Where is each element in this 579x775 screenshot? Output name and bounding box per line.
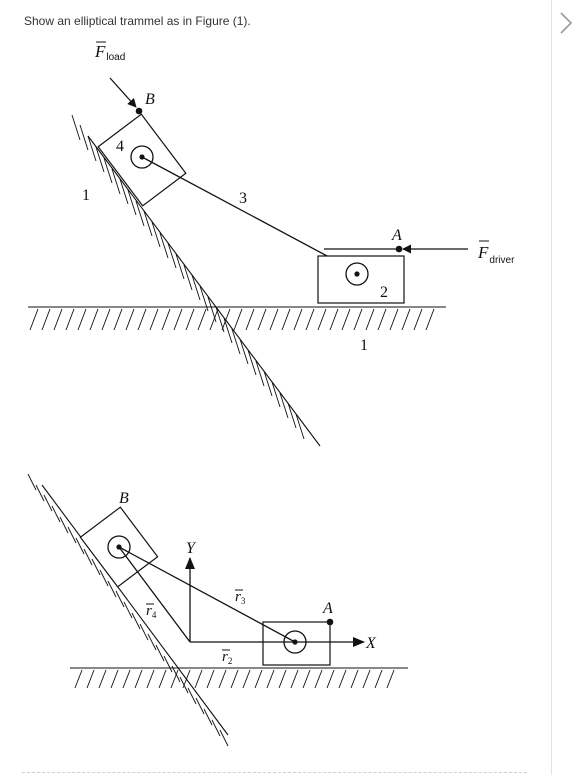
link-4-label: 4 <box>116 138 124 155</box>
slider-4-top <box>97 113 187 207</box>
axis-y-label: Y <box>186 540 197 557</box>
chevron-right-icon[interactable] <box>556 10 576 36</box>
pin-2-inner <box>354 271 360 277</box>
inclined-ground-bottom <box>41 484 229 736</box>
pin-b-inner-bottom <box>116 544 122 550</box>
ground-1-label-bottom: 1 <box>360 337 368 354</box>
vector-r4-line <box>118 546 191 643</box>
point-b-label-bottom: B <box>119 490 129 507</box>
slider-2-top <box>317 255 405 304</box>
bottom-mechanism: B Y X A r3 r4 r2 <box>27 473 408 747</box>
pin-4-inner <box>139 154 145 160</box>
link-3-top <box>141 156 358 273</box>
point-a-label-top: A <box>391 227 402 244</box>
horizontal-ground-hatch-bottom <box>74 669 395 689</box>
vector-r4-label: r4 <box>146 603 157 620</box>
pin-2-outer <box>345 262 369 286</box>
pin-b-outer-bottom <box>107 535 131 559</box>
vector-r2-label: r2 <box>222 649 232 666</box>
pin-a-outer-bottom <box>283 630 307 654</box>
pin-4-outer <box>130 145 154 169</box>
inclined-ground-hatch-top <box>71 114 305 440</box>
link-2-label: 2 <box>380 284 388 301</box>
pin-a-inner-bottom <box>292 639 298 645</box>
side-divider <box>551 0 552 775</box>
vector-r3-label: r3 <box>235 589 246 606</box>
inclined-ground-hatch-bottom <box>27 473 229 747</box>
axis-x-label: X <box>365 635 377 652</box>
inclined-ground-top <box>87 135 321 447</box>
point-a-dot-top <box>395 245 403 253</box>
point-b-dot-top <box>135 107 143 115</box>
horizontal-ground-hatch-top <box>29 308 435 331</box>
question-text: Show an elliptical trammel as in Figure … <box>24 14 251 28</box>
vector-r3-line <box>118 546 296 643</box>
link-3-label: 3 <box>239 190 247 207</box>
point-a-dot-bottom <box>326 618 334 626</box>
top-mechanism: Fload B 4 1 3 A 2 1 Fdriver <box>28 41 515 447</box>
load-force-arrow <box>109 77 137 108</box>
bottom-divider <box>22 772 527 773</box>
point-a-label-bottom: A <box>322 600 333 617</box>
ground-1-label-left: 1 <box>82 187 90 204</box>
driver-force-label: Fdriver <box>477 243 515 266</box>
point-b-label-top: B <box>145 91 155 108</box>
load-force-label: Fload <box>94 42 125 63</box>
